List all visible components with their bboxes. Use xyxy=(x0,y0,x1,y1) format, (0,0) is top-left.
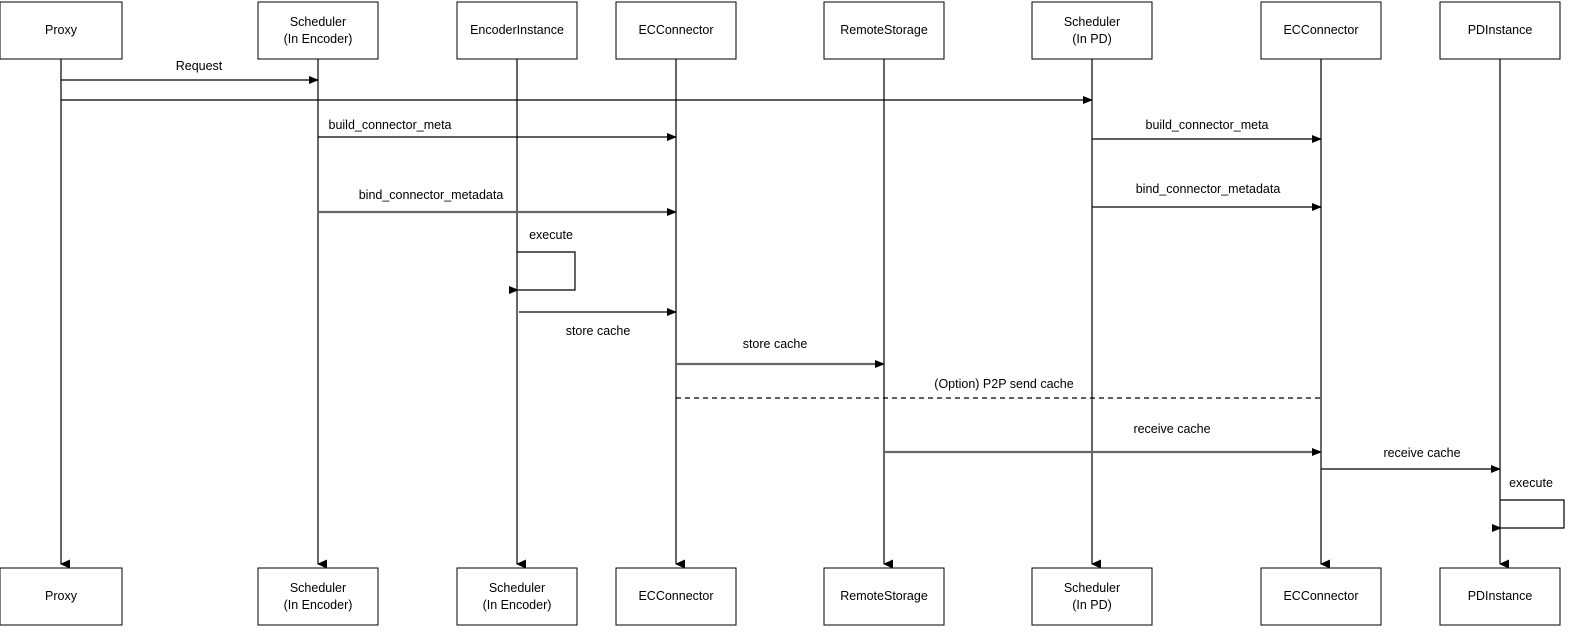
participant-box-rect xyxy=(0,567,123,626)
participant-box-rect xyxy=(1031,1,1153,60)
message-label: bind_connector_metadata xyxy=(359,188,504,202)
message-m8[interactable]: store cache xyxy=(519,308,677,338)
participant-label-line1: ECConnector xyxy=(638,23,713,37)
participant-label-line1: ECConnector xyxy=(1283,589,1358,603)
participant-label-line1: Scheduler xyxy=(290,581,346,595)
self-call-path xyxy=(1492,499,1565,532)
participant-box-bottom-proxy[interactable]: Proxy xyxy=(0,567,123,626)
participant-box-top-ec_conn_pd[interactable]: ECConnector xyxy=(1260,1,1382,60)
participant-box-rect xyxy=(1031,567,1153,626)
participant-box-rect xyxy=(1260,567,1382,626)
participant-box-rect xyxy=(257,1,379,60)
participant-box-bottom-ec_conn_enc[interactable]: ECConnector xyxy=(615,567,737,626)
participant-label-line1: PDInstance xyxy=(1468,589,1533,603)
message-label: store cache xyxy=(566,324,631,338)
participant-label-line1: ECConnector xyxy=(638,589,713,603)
message-m11[interactable]: receive cache xyxy=(884,422,1322,456)
participant-label-line2: (In PD) xyxy=(1072,32,1112,46)
participant-box-top-remote_store[interactable]: RemoteStorage xyxy=(823,1,945,60)
message-m4[interactable]: build_connector_meta xyxy=(1092,118,1322,143)
message-m13[interactable]: execute xyxy=(1492,476,1565,532)
participant-label-line1: RemoteStorage xyxy=(840,23,928,37)
message-label: build_connector_meta xyxy=(329,118,452,132)
participant-label-line1: ECConnector xyxy=(1283,23,1358,37)
participant-label-line1: Proxy xyxy=(45,23,78,37)
message-label: receive cache xyxy=(1383,446,1460,460)
participant-box-top-pd_inst[interactable]: PDInstance xyxy=(1439,1,1561,60)
participant-label-line2: (In Encoder) xyxy=(483,598,552,612)
message-label: execute xyxy=(1509,476,1553,490)
participant-box-rect xyxy=(456,1,578,60)
participant-box-bottom-sched_enc[interactable]: Scheduler (In Encoder) xyxy=(257,567,379,626)
participant-label-line1: PDInstance xyxy=(1468,23,1533,37)
participant-box-rect xyxy=(615,567,737,626)
participant-box-top-ec_conn_enc[interactable]: ECConnector xyxy=(615,1,737,60)
message-label: store cache xyxy=(743,337,808,351)
self-call-path xyxy=(509,251,576,294)
participant-box-rect xyxy=(823,567,945,626)
message-label: execute xyxy=(529,228,573,242)
participant-box-rect xyxy=(257,567,379,626)
participant-label-line1: Scheduler xyxy=(489,581,545,595)
participant-label-line2: (In Encoder) xyxy=(284,598,353,612)
message-label: bind_connector_metadata xyxy=(1136,182,1281,196)
message-label: Request xyxy=(176,59,223,73)
participant-footer-group: Proxy Scheduler (In Encoder) Scheduler (In E… xyxy=(0,567,1561,626)
participant-box-bottom-sched_pd[interactable]: Scheduler (In PD) xyxy=(1031,567,1153,626)
message-m6[interactable]: bind_connector_metadata xyxy=(1092,182,1322,211)
message-m7[interactable]: execute xyxy=(509,228,576,294)
participant-label-line1: Scheduler xyxy=(1064,581,1120,595)
participant-box-rect xyxy=(0,1,123,60)
participant-box-rect xyxy=(456,567,578,626)
participant-label-line1: RemoteStorage xyxy=(840,589,928,603)
participant-box-bottom-remote_store[interactable]: RemoteStorage xyxy=(823,567,945,626)
message-m1[interactable]: Request xyxy=(61,59,319,84)
participant-label-line2: (In PD) xyxy=(1072,598,1112,612)
message-m3[interactable]: build_connector_meta xyxy=(318,118,677,141)
message-label: receive cache xyxy=(1133,422,1210,436)
message-label: (Option) P2P send cache xyxy=(934,377,1073,391)
participant-box-bottom-pd_inst[interactable]: PDInstance xyxy=(1439,567,1561,626)
message-group: Request build_connector_meta build_connect… xyxy=(61,59,1565,532)
participant-label-line1: Proxy xyxy=(45,589,78,603)
message-m5[interactable]: bind_connector_metadata xyxy=(318,188,677,216)
message-m10[interactable]: (Option) P2P send cache xyxy=(676,377,1321,399)
participant-box-rect xyxy=(1439,1,1561,60)
lifeline-group xyxy=(60,59,1509,569)
participant-box-rect xyxy=(1439,567,1561,626)
participant-header-group: Proxy Scheduler (In Encoder) EncoderInstanc… xyxy=(0,1,1561,60)
message-m9[interactable]: store cache xyxy=(676,337,885,368)
participant-box-rect xyxy=(823,1,945,60)
participant-box-top-encoder_inst[interactable]: EncoderInstance xyxy=(456,1,578,60)
message-m12[interactable]: receive cache xyxy=(1321,446,1501,473)
message-label: build_connector_meta xyxy=(1146,118,1269,132)
participant-label-line2: (In Encoder) xyxy=(284,32,353,46)
participant-box-bottom-encoder_inst[interactable]: Scheduler (In Encoder) xyxy=(456,567,578,626)
participant-box-top-sched_pd[interactable]: Scheduler (In PD) xyxy=(1031,1,1153,60)
participant-box-top-proxy[interactable]: Proxy xyxy=(0,1,123,60)
participant-label-line1: EncoderInstance xyxy=(470,23,564,37)
participant-box-bottom-ec_conn_pd[interactable]: ECConnector xyxy=(1260,567,1382,626)
participant-label-line1: Scheduler xyxy=(290,15,346,29)
participant-box-rect xyxy=(1260,1,1382,60)
participant-box-top-sched_enc[interactable]: Scheduler (In Encoder) xyxy=(257,1,379,60)
participant-label-line1: Scheduler xyxy=(1064,15,1120,29)
